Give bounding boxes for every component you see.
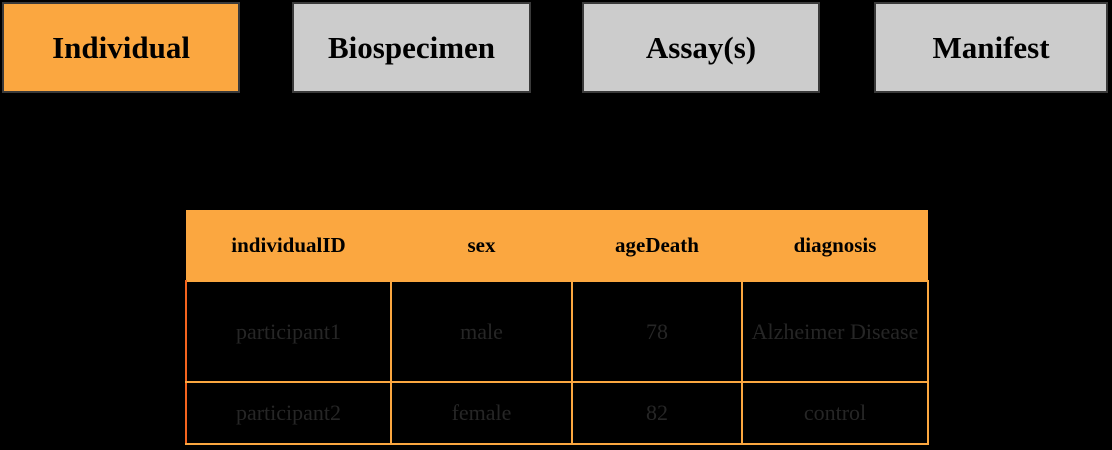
tab-manifest[interactable]: Manifest xyxy=(874,2,1108,93)
tab-individual[interactable]: Individual xyxy=(2,2,240,93)
cell-individualid: participant2 xyxy=(185,381,392,445)
table-row: participant2 female 82 control xyxy=(185,381,929,445)
cell-agedeath: 82 xyxy=(571,381,743,445)
tab-biospecimen[interactable]: Biospecimen xyxy=(292,2,531,93)
column-header-agedeath: ageDeath xyxy=(572,210,742,281)
cell-individualid: participant1 xyxy=(185,280,392,383)
table-body: participant1 male 78 Alzheimer Disease p… xyxy=(185,280,929,445)
cell-diagnosis: Alzheimer Disease xyxy=(741,280,929,383)
column-header-sex: sex xyxy=(391,210,572,281)
cell-diagnosis: control xyxy=(741,381,929,445)
table-header: individualID sex ageDeath diagnosis xyxy=(186,210,928,281)
column-header-diagnosis: diagnosis xyxy=(742,210,928,281)
column-header-individualid: individualID xyxy=(186,210,391,281)
tab-assays[interactable]: Assay(s) xyxy=(582,2,820,93)
cell-sex: male xyxy=(390,280,573,383)
table-header-row: individualID sex ageDeath diagnosis xyxy=(186,210,928,281)
cell-sex: female xyxy=(390,381,573,445)
table-row: participant1 male 78 Alzheimer Disease xyxy=(185,280,929,383)
tab-strip: Individual Biospecimen Assay(s) Manifest xyxy=(0,0,1112,100)
individual-metadata-table: individualID sex ageDeath diagnosis part… xyxy=(185,210,929,445)
cell-agedeath: 78 xyxy=(571,280,743,383)
